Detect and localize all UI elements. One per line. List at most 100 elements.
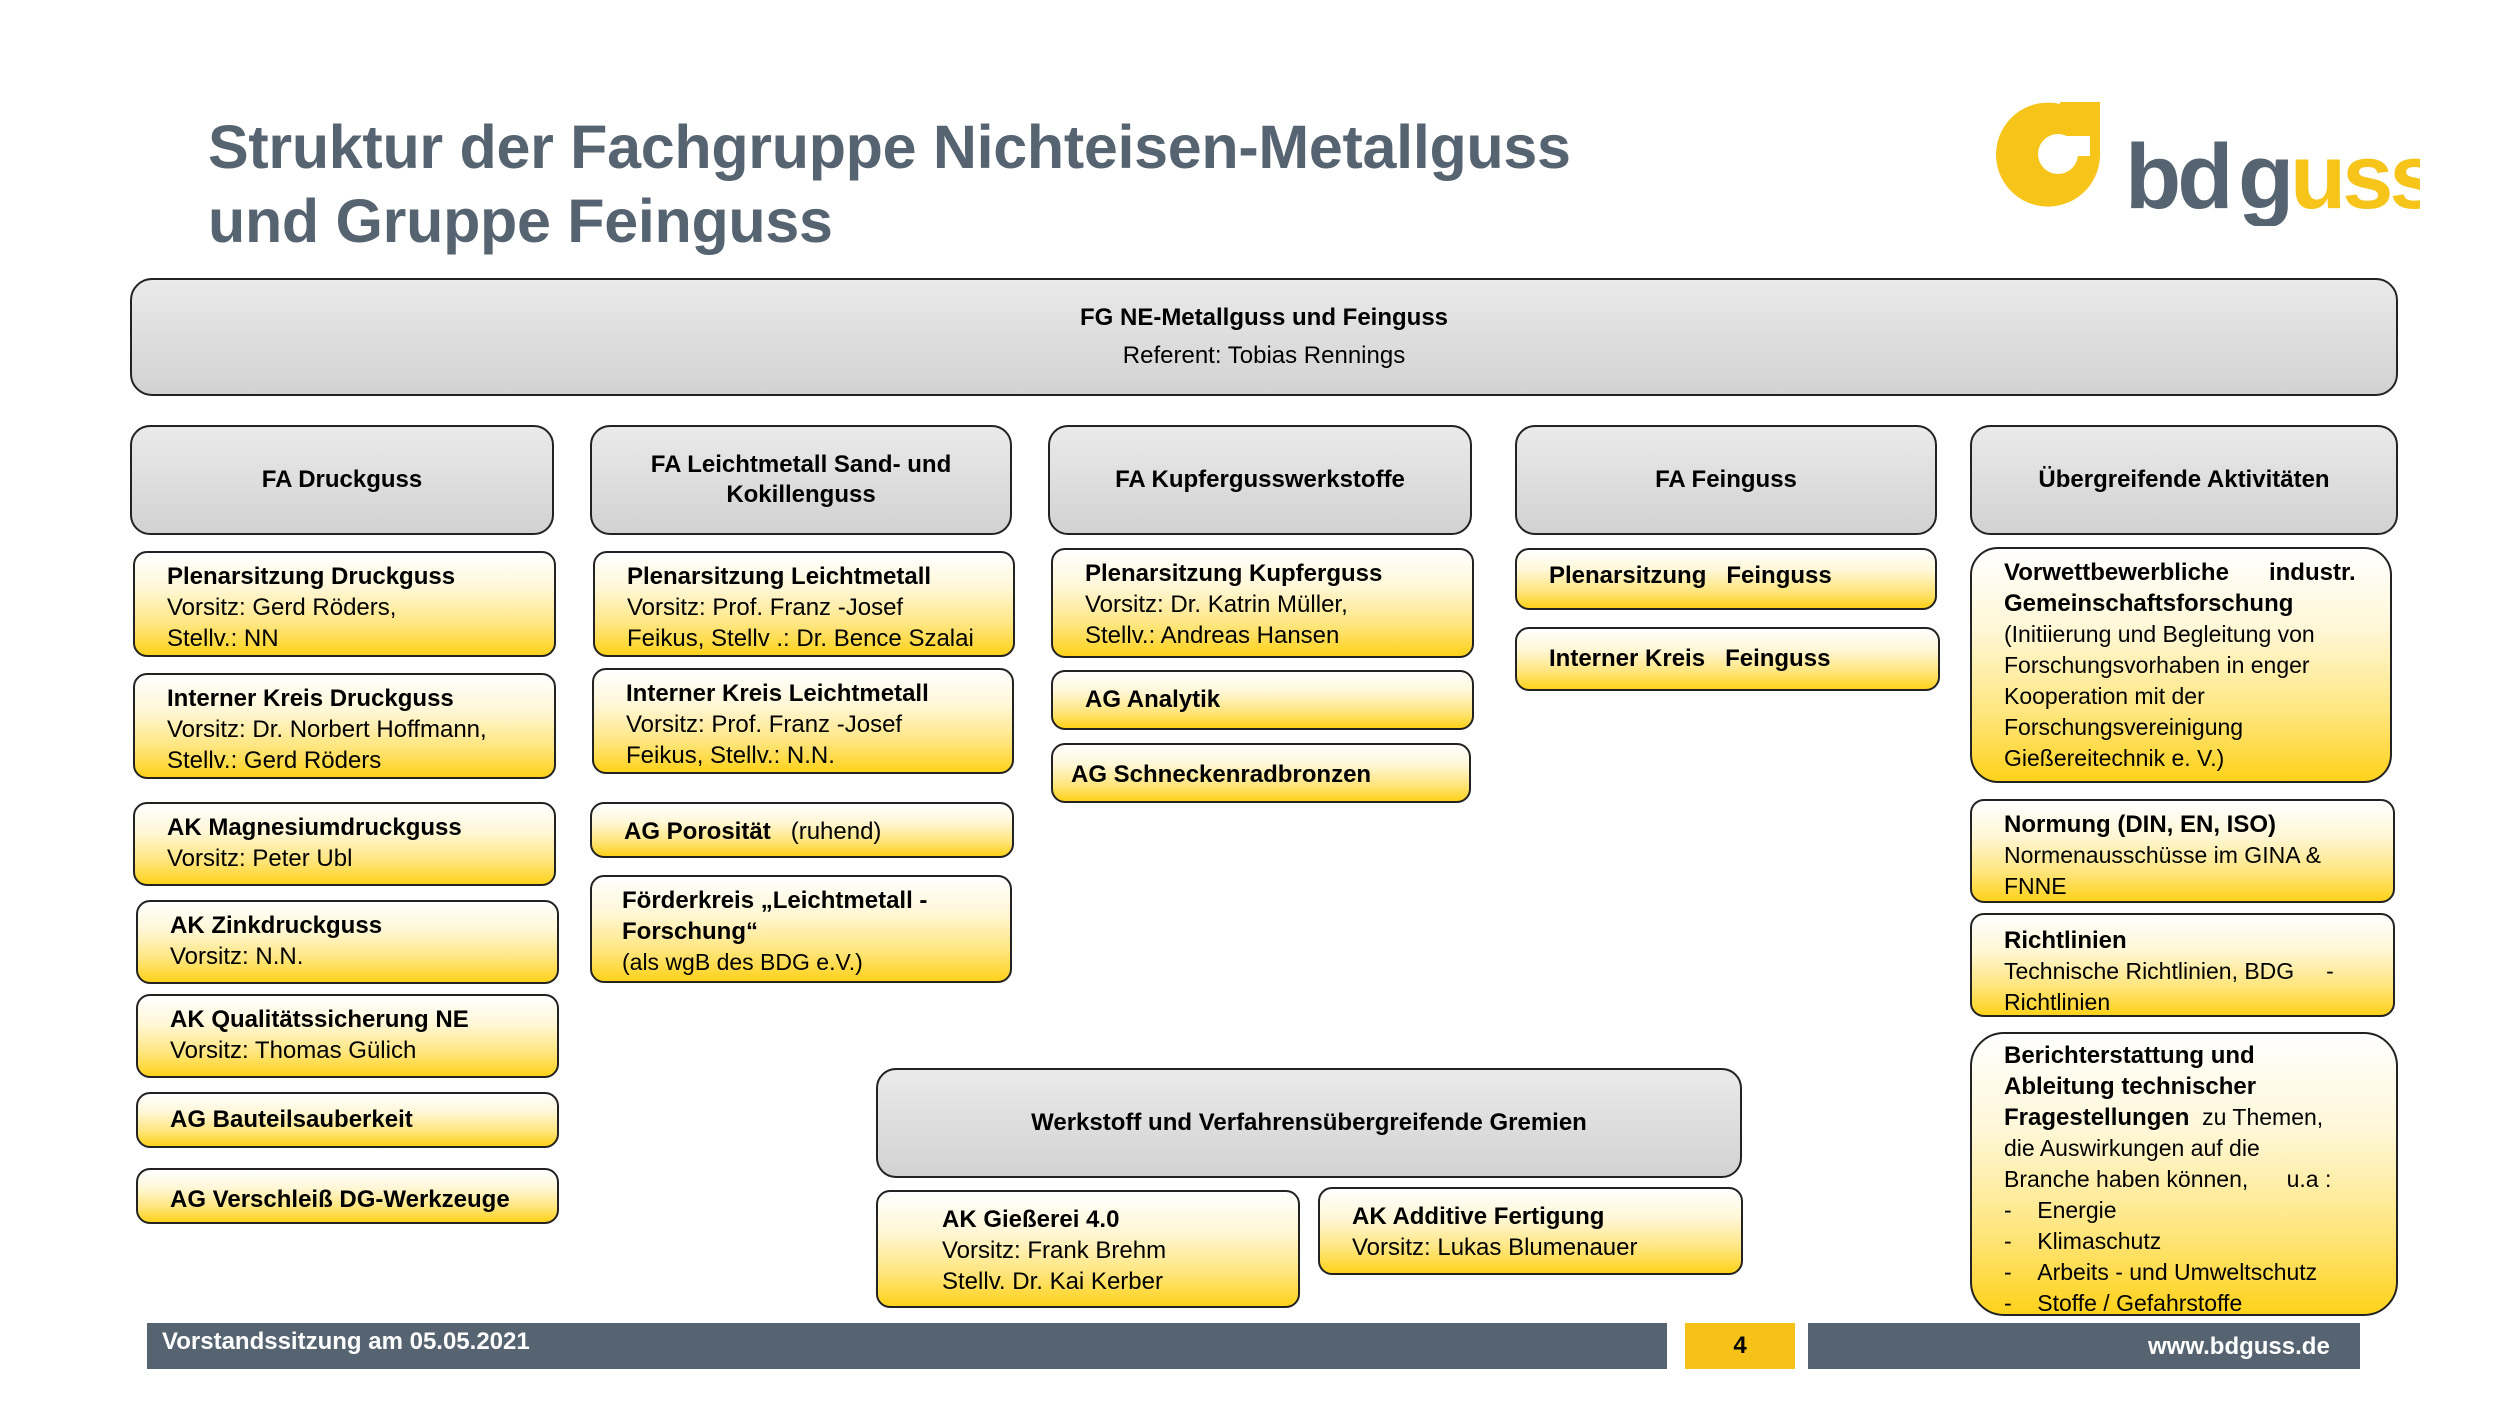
box-line: Kooperation mit der bbox=[2004, 683, 2205, 709]
top-group-title: FG NE-Metallguss und Feinguss bbox=[1079, 304, 1449, 331]
box-line: Stellv.: Gerd Röders bbox=[167, 747, 382, 774]
top-group-referent: Referent: Tobias Rennings bbox=[1122, 342, 1406, 369]
box-line: Stellv. Dr. Kai Kerber bbox=[942, 1268, 1163, 1295]
box-title: Plenarsitzung Leichtmetall bbox=[627, 563, 932, 590]
feinguss-plenarsitzung: Plenarsitzung Feinguss bbox=[1515, 548, 1937, 610]
page-title-line1: Struktur der Fachgruppe Nichteisen-Metal… bbox=[208, 113, 1571, 181]
druckguss-interner-kreis: Interner Kreis Druckguss Vorsitz: Dr. No… bbox=[133, 673, 556, 779]
column-header-leichtmetall-label: FA Leichtmetall Sand- und Kokillenguss bbox=[650, 451, 952, 508]
box-title: Normung (DIN, EN, ISO) bbox=[2004, 811, 2276, 838]
box-line: Feikus, Stellv .: Dr. Bence Szalai bbox=[627, 625, 974, 652]
footer-meeting: Vorstandssitzung am 05.05.2021 bbox=[162, 1328, 530, 1355]
uebergreifend-normung: Normung (DIN, EN, ISO) Normenausschüsse … bbox=[1970, 799, 2395, 903]
druckguss-ak-qualitaet: AK Qualitätssicherung NE Vorsitz: Thomas… bbox=[136, 994, 559, 1078]
kupfer-ag-analytik: AG Analytik bbox=[1051, 670, 1474, 730]
footer-bar-left bbox=[147, 1323, 1667, 1369]
bullet-text: Energie bbox=[2037, 1197, 2117, 1223]
box-line: Vorsitz: Dr. Katrin Müller, bbox=[1085, 591, 1348, 618]
svg-text:g: g bbox=[2238, 126, 2290, 226]
box-line: Stellv.: Andreas Hansen bbox=[1085, 622, 1340, 649]
box-title: AG Porosität bbox=[624, 818, 771, 845]
box-title: AK Qualitätssicherung NE bbox=[170, 1006, 469, 1033]
box-line: Vorsitz: Thomas Gülich bbox=[170, 1037, 417, 1064]
column-header-leichtmetall: FA Leichtmetall Sand- und Kokillenguss bbox=[590, 425, 1012, 535]
box-line: Vorsitz: Gerd Röders, bbox=[167, 594, 397, 621]
druckguss-ak-zink: AK Zinkdruckguss Vorsitz: N.N. bbox=[136, 900, 559, 984]
bullet-text: Klimaschutz bbox=[2037, 1228, 2162, 1254]
box-title: AG Bauteilsauberkeit bbox=[170, 1106, 413, 1133]
svg-text:bd: bd bbox=[2125, 126, 2229, 226]
box-title: Interner Kreis Feinguss bbox=[1549, 645, 1831, 672]
page-number: 4 bbox=[1685, 1323, 1795, 1369]
uebergreifend-gemeinschaftsforschung: Vorwettbewerbliche industr. Gemeinschaft… bbox=[1970, 547, 2392, 783]
bullet-text: Arbeits - und Umweltschutz bbox=[2037, 1259, 2318, 1285]
leichtmetall-ag-porositaet: AG Porosität (ruhend) bbox=[590, 802, 1014, 858]
box-line: Richtlinien bbox=[2004, 989, 2111, 1015]
bullet-item: - Klimaschutz bbox=[2004, 1228, 2162, 1254]
box-line: Technische Richtlinien, BDG - bbox=[2004, 958, 2334, 984]
box-line: Gießereitechnik e. V.) bbox=[2004, 745, 2225, 771]
box-line: (Initiierung und Begleitung von bbox=[2004, 621, 2315, 647]
column-header-druckguss-label: FA Druckguss bbox=[261, 466, 423, 493]
bdguss-logo: bd g uss bbox=[1990, 96, 2441, 228]
leichtmetall-interner-kreis: Interner Kreis Leichtmetall Vorsitz: Pro… bbox=[592, 668, 1014, 774]
box-line: Branche haben können, u.a : bbox=[2004, 1166, 2332, 1192]
box-title: Plenarsitzung Druckguss bbox=[167, 563, 456, 590]
box-title: AK Gießerei 4.0 bbox=[942, 1206, 1120, 1233]
kupfer-plenarsitzung: Plenarsitzung Kupferguss Vorsitz: Dr. Ka… bbox=[1051, 548, 1474, 658]
box-title: Förderkreis „Leichtmetall - bbox=[622, 887, 928, 914]
footer-website: www.bdguss.de bbox=[2148, 1333, 2330, 1360]
column-header-kupfer-label: FA Kupfergusswerkstoffe bbox=[1115, 466, 1405, 493]
box-title: Plenarsitzung Feinguss bbox=[1549, 562, 1832, 589]
box-title: Fragestellungen bbox=[2004, 1104, 2190, 1131]
leichtmetall-plenarsitzung: Plenarsitzung Leichtmetall Vorsitz: Prof… bbox=[593, 551, 1015, 657]
box-line: Vorsitz: Prof. Franz -Josef bbox=[627, 594, 904, 621]
werkstoff-ak-additive: AK Additive Fertigung Vorsitz: Lukas Blu… bbox=[1318, 1187, 1743, 1275]
bdguss-logo-icon: bd g uss bbox=[1996, 102, 2441, 228]
box-title: AG Analytik bbox=[1085, 686, 1221, 713]
box-line: Vorsitz: Prof. Franz -Josef bbox=[626, 711, 903, 738]
werkstoff-gremien-title: Werkstoff und Verfahrensübergreifende Gr… bbox=[1031, 1109, 1587, 1136]
box-title-suffix: zu Themen, bbox=[2189, 1104, 2324, 1130]
druckguss-plenarsitzung: Plenarsitzung Druckguss Vorsitz: Gerd Rö… bbox=[133, 551, 556, 657]
box-line: Forschungsvorhaben in enger bbox=[2004, 652, 2310, 678]
box-title: Vorwettbewerbliche industr. bbox=[2004, 559, 2356, 586]
bullet-item: - Energie bbox=[2004, 1197, 2117, 1223]
column-header-druckguss: FA Druckguss bbox=[130, 425, 554, 535]
column-header-uebergreifend-label: Übergreifende Aktivitäten bbox=[2038, 466, 2330, 493]
box-title-suffix: (ruhend) bbox=[790, 818, 882, 845]
box-title: AG Verschleiß DG-Werkzeuge bbox=[170, 1186, 510, 1213]
box-title: Interner Kreis Leichtmetall bbox=[626, 680, 929, 707]
column-header-feinguss-label: FA Feinguss bbox=[1655, 466, 1797, 493]
footer-bar-right bbox=[1808, 1323, 2360, 1369]
box-line: Feikus, Stellv.: N.N. bbox=[626, 742, 835, 769]
bullet-item: - Stoffe / Gefahrstoffe bbox=[2004, 1290, 2243, 1316]
column-header-feinguss: FA Feinguss bbox=[1515, 425, 1937, 535]
box-title: Gemeinschaftsforschung bbox=[2004, 590, 2294, 617]
box-line: FNNE bbox=[2004, 873, 2067, 899]
feinguss-interner-kreis: Interner Kreis Feinguss bbox=[1515, 627, 1940, 691]
column-header-uebergreifend: Übergreifende Aktivitäten bbox=[1970, 425, 2398, 535]
box-title: Interner Kreis Druckguss bbox=[167, 685, 454, 712]
svg-text:uss: uss bbox=[2290, 126, 2420, 226]
kupfer-ag-schneckenradbronzen: AG Schneckenradbronzen bbox=[1051, 743, 1471, 803]
box-line: Vorsitz: Lukas Blumenauer bbox=[1352, 1234, 1638, 1261]
box-line: Normenausschüsse im GINA & bbox=[2004, 842, 2322, 868]
leichtmetall-foerderkreis: Förderkreis „Leichtmetall - Forschung“ (… bbox=[590, 875, 1012, 983]
page-title-line2: und Gruppe Feinguss bbox=[208, 187, 833, 255]
box-line: (als wgB des BDG e.V.) bbox=[622, 949, 863, 975]
top-group-box: FG NE-Metallguss und Feinguss Referent: … bbox=[130, 278, 2398, 396]
box-line: die Auswirkungen auf die bbox=[2004, 1135, 2260, 1161]
box-title: AG Schneckenradbronzen bbox=[1071, 761, 1372, 788]
box-title: Berichterstattung und bbox=[2004, 1042, 2255, 1069]
box-title: Forschung“ bbox=[622, 918, 758, 945]
column-header-kupfer: FA Kupfergusswerkstoffe bbox=[1048, 425, 1472, 535]
druckguss-ag-verschleiss: AG Verschleiß DG-Werkzeuge bbox=[136, 1168, 559, 1224]
box-line: Vorsitz: N.N. bbox=[170, 943, 304, 970]
werkstoff-ak-giesserei: AK Gießerei 4.0 Vorsitz: Frank Brehm Ste… bbox=[876, 1190, 1300, 1308]
box-title: AK Magnesiumdruckguss bbox=[167, 814, 462, 841]
druckguss-ag-bauteilsauberkeit: AG Bauteilsauberkeit bbox=[136, 1092, 559, 1148]
box-line: Vorsitz: Dr. Norbert Hoffmann, bbox=[167, 716, 487, 743]
uebergreifend-richtlinien: Richtlinien Technische Richtlinien, BDG … bbox=[1970, 913, 2395, 1017]
box-title: AK Zinkdruckguss bbox=[170, 912, 383, 939]
